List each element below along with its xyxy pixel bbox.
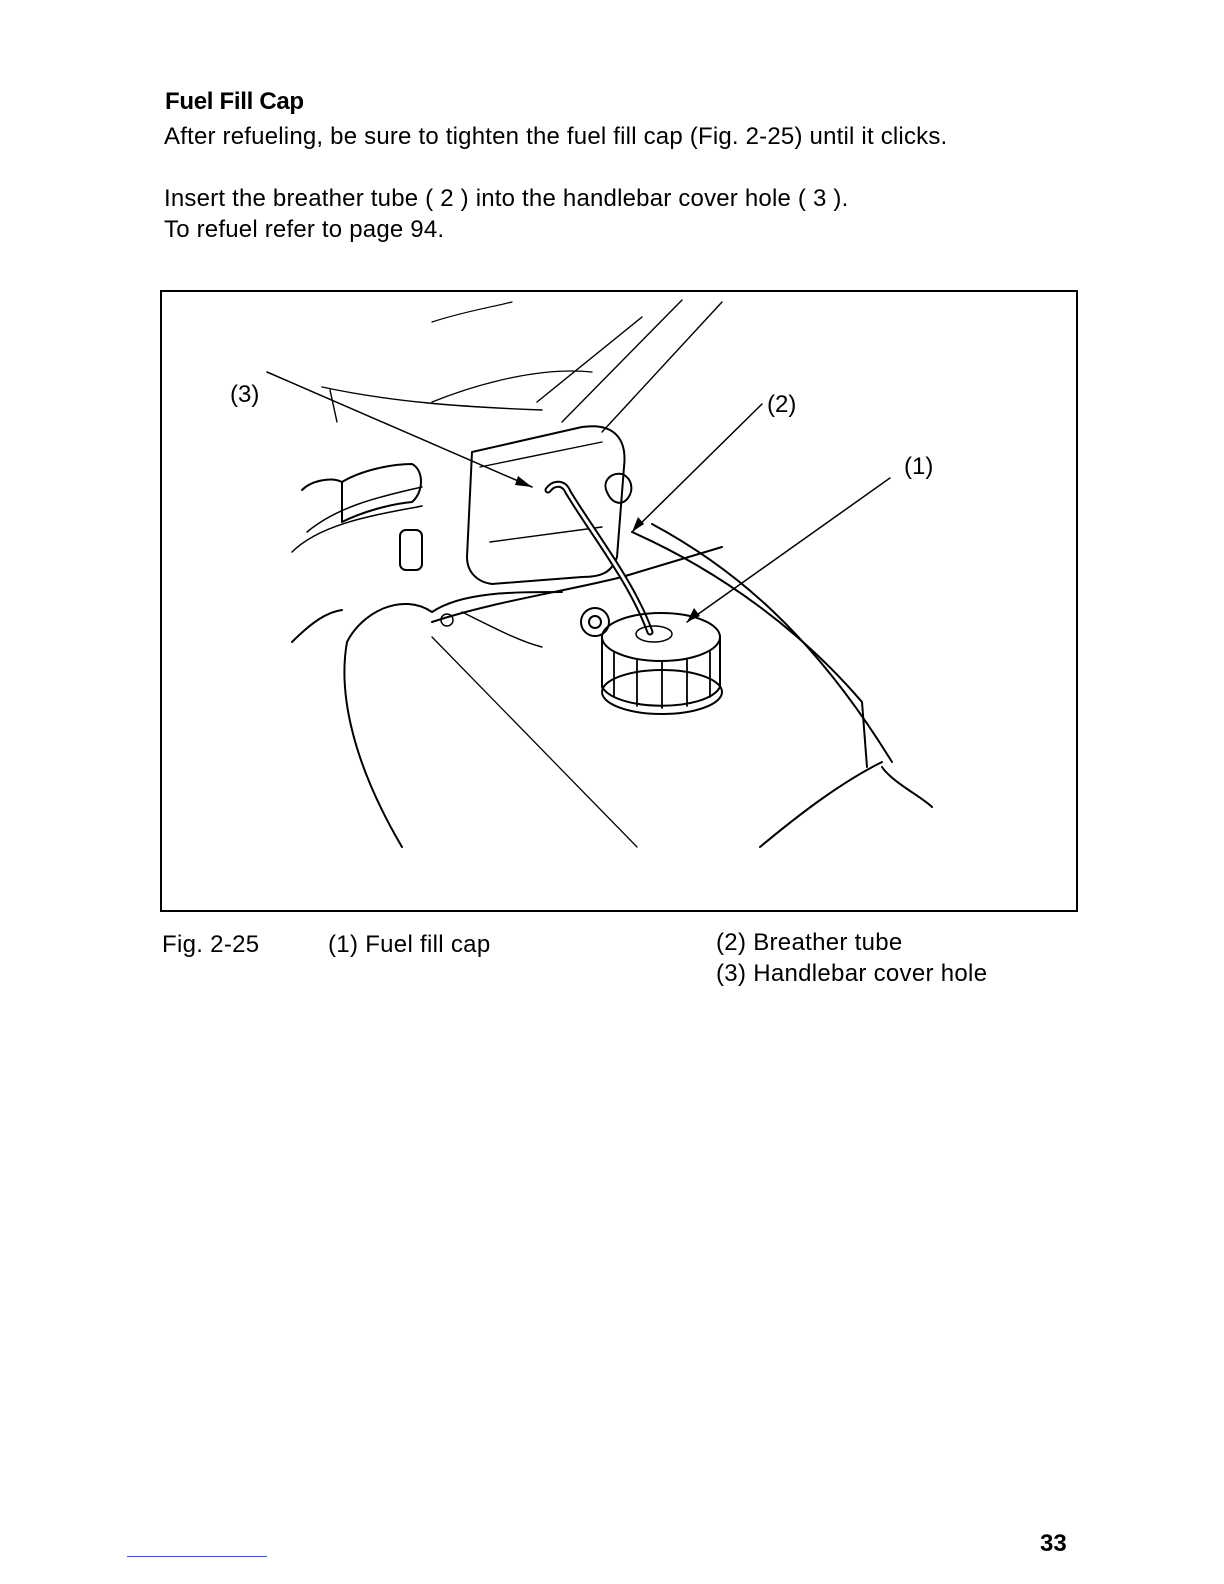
instruction-paragraph-tighten: After refueling, be sure to tighten the … — [164, 121, 1078, 152]
leader-line-3 — [267, 372, 532, 487]
fuel-cap-vent — [636, 626, 672, 642]
body-bolt — [441, 614, 453, 626]
screen-top — [432, 302, 512, 322]
callout-1: (1) — [904, 453, 933, 480]
stem-bolt — [400, 530, 422, 570]
frame-line-upper — [322, 387, 542, 410]
tank-plate-edge — [432, 547, 722, 622]
instruction-paragraph-breather: Insert the breather tube ( 2 ) into the … — [164, 183, 1078, 214]
windshield-edge — [432, 371, 592, 402]
hose-clip — [605, 474, 631, 503]
instruction-paragraph-refuel: To refuel refer to page 94. — [164, 214, 1078, 245]
legend-item-breather-tube: (2) Breather tube — [716, 928, 903, 958]
right-body-curve — [632, 532, 867, 767]
fuel-cap-illustration: (3) (2) (1) — [162, 292, 1076, 910]
callout-2: (2) — [767, 391, 796, 418]
footer-rule — [127, 1556, 267, 1557]
fuel-cap-body — [602, 637, 720, 706]
section-title: Fuel Fill Cap — [165, 88, 304, 116]
page-number: 33 — [1040, 1530, 1067, 1558]
leader-line-1 — [687, 478, 890, 622]
center-ridge-line — [432, 637, 637, 847]
fuel-cap-top — [602, 613, 720, 661]
handlebar-cover-block — [467, 426, 625, 584]
left-body-outline — [344, 592, 562, 847]
drain-hole-outer — [581, 608, 609, 636]
breather-tube-inner — [548, 484, 650, 632]
mirror-post — [330, 390, 337, 422]
frame-line-a — [537, 317, 642, 402]
frame-line-c — [602, 302, 722, 432]
leader-line-2 — [632, 404, 762, 532]
grip-end — [302, 480, 342, 490]
figure-fuel-fill-cap: (3) (2) (1) — [160, 290, 1078, 912]
legend-item-handlebar-cover-hole: (3) Handlebar cover hole — [716, 959, 987, 989]
legend-item-fuel-fill-cap: (1) Fuel fill cap — [328, 930, 490, 960]
callout-3: (3) — [230, 381, 259, 408]
cover-bottom-edge — [490, 527, 602, 542]
drain-hole-inner — [589, 616, 601, 628]
leader-arrow-3 — [515, 476, 532, 487]
left-edge-line — [292, 610, 342, 642]
right-fender-curve — [760, 762, 882, 847]
tank-plate-inner — [462, 612, 542, 647]
frame-line-b — [562, 300, 682, 422]
right-tail-line — [882, 767, 932, 807]
breather-tube-outer — [548, 484, 650, 632]
leader-arrow-2 — [632, 517, 644, 532]
figure-caption-label: Fig. 2-25 — [162, 930, 259, 960]
